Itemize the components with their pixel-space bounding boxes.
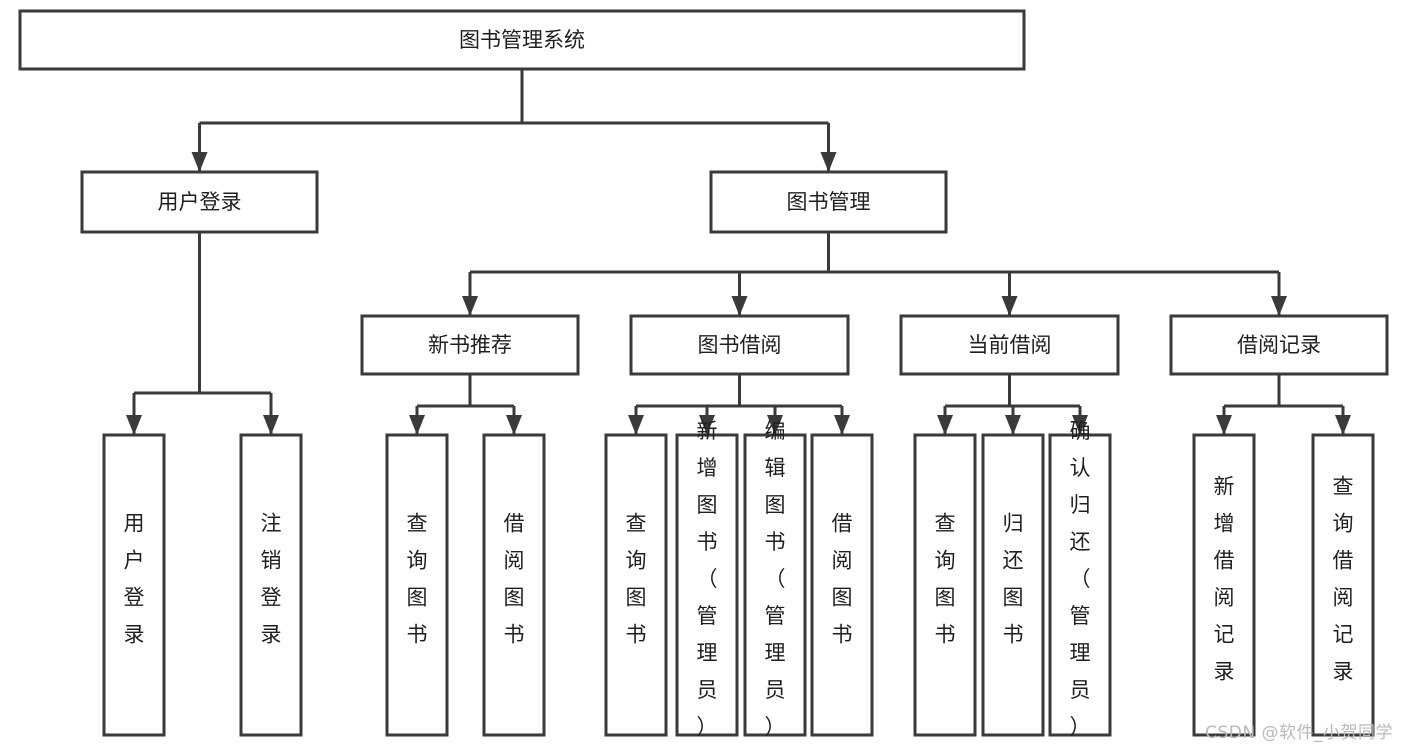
arrow-head-icon: [834, 415, 850, 435]
arrow-head-icon: [191, 152, 208, 172]
node-box: [810, 433, 874, 737]
arrow-head-icon: [1005, 415, 1021, 435]
node-leaf-query-book-1[interactable]: 查询图书: [385, 433, 449, 737]
node-leaf-borrow-book-1[interactable]: 借阅图书: [482, 433, 546, 737]
node-leaf-borrow-book-2[interactable]: 借阅图书: [810, 433, 874, 737]
node-box: [899, 314, 1120, 376]
node-leaf-edit-book-admin[interactable]: 编辑图书（管理员）: [743, 419, 807, 739]
node-box: [102, 433, 166, 737]
arrow-head-icon: [506, 415, 522, 435]
arrow-head-icon: [820, 152, 837, 172]
node-leaf-add-book-admin[interactable]: 新增图书（管理员）: [675, 419, 739, 739]
node-current-borrow[interactable]: 当前借阅: [899, 314, 1120, 376]
node-label: 图书管理系统: [459, 28, 585, 52]
node-book-manage[interactable]: 图书管理: [709, 170, 948, 234]
node-root-root[interactable]: 图书管理系统: [18, 9, 1026, 71]
arrow-head-icon: [731, 296, 748, 316]
arrow-head-icon: [1271, 296, 1287, 316]
node-box: [239, 433, 303, 737]
node-label: 查询图书: [626, 512, 647, 647]
node-label: 借阅图书: [504, 512, 525, 647]
node-box: [80, 170, 319, 234]
arrow-head-icon: [1216, 415, 1232, 435]
arrow-head-icon: [126, 415, 142, 435]
arrow-head-icon: [1335, 415, 1351, 435]
node-label: 用户登录: [124, 512, 145, 647]
node-label: 用户登录: [158, 190, 242, 214]
node-box: [1192, 433, 1256, 737]
node-book-borrow[interactable]: 图书借阅: [629, 314, 850, 376]
node-box: [482, 433, 546, 737]
arrow-head-icon: [263, 415, 279, 435]
node-box: [743, 433, 807, 737]
node-box: [913, 433, 977, 737]
node-box: [981, 433, 1045, 737]
arrow-head-icon: [462, 296, 478, 316]
node-leaf-query-book-3[interactable]: 查询图书: [913, 433, 977, 737]
watermark-text: CSDN @软件_小贺同学: [1205, 723, 1393, 743]
arrow-head-icon: [1072, 415, 1088, 435]
node-label: 查询图书: [935, 512, 956, 647]
node-box: [604, 433, 668, 737]
node-label: 确认归还（管理员）: [1070, 419, 1091, 739]
node-layer: 图书管理系统用户登录图书管理新书推荐图书借阅当前借阅借阅记录用户登录注销登录查询…: [18, 9, 1389, 739]
node-label: 归还图书: [1003, 512, 1024, 647]
node-label: 借阅记录: [1237, 333, 1321, 357]
node-box: [385, 433, 449, 737]
node-box: [1169, 314, 1389, 376]
node-box: [18, 9, 1026, 71]
node-box: [675, 433, 739, 737]
connector-layer: [126, 69, 1351, 435]
node-label: 注销登录: [261, 512, 282, 647]
node-leaf-return-book[interactable]: 归还图书: [981, 433, 1045, 737]
node-box: [1311, 433, 1375, 737]
arrow-head-icon: [628, 415, 644, 435]
node-borrow-records[interactable]: 借阅记录: [1169, 314, 1389, 376]
node-label: 新增图书（管理员）: [697, 419, 718, 739]
node-label: 图书管理: [787, 190, 871, 214]
arrow-head-icon: [409, 415, 425, 435]
node-label: 编辑图书（管理员）: [765, 419, 786, 739]
arrow-head-icon: [699, 415, 715, 435]
node-leaf-user-login[interactable]: 用户登录: [102, 433, 166, 737]
node-label: 借阅图书: [832, 512, 853, 647]
arrow-head-icon: [937, 415, 953, 435]
node-leaf-logout[interactable]: 注销登录: [239, 433, 303, 737]
node-label: 当前借阅: [968, 333, 1052, 357]
node-leaf-query-book-2[interactable]: 查询图书: [604, 433, 668, 737]
node-label: 查询图书: [407, 512, 428, 647]
node-new-book-recommend[interactable]: 新书推荐: [360, 314, 580, 376]
node-user-login[interactable]: 用户登录: [80, 170, 319, 234]
node-box: [360, 314, 580, 376]
node-leaf-confirm-return-admin[interactable]: 确认归还（管理员）: [1048, 419, 1112, 739]
node-box: [629, 314, 850, 376]
node-label: 新书推荐: [428, 333, 512, 357]
node-label: 查询借阅记录: [1333, 475, 1354, 684]
node-label: 图书借阅: [698, 333, 782, 357]
node-leaf-add-borrow-record[interactable]: 新增借阅记录: [1192, 433, 1256, 737]
arrow-head-icon: [767, 415, 783, 435]
node-label: 新增借阅记录: [1214, 475, 1235, 684]
node-box: [1048, 433, 1112, 737]
node-leaf-query-borrow-record[interactable]: 查询借阅记录: [1311, 433, 1375, 737]
node-box: [709, 170, 948, 234]
arrow-head-icon: [1001, 296, 1018, 316]
